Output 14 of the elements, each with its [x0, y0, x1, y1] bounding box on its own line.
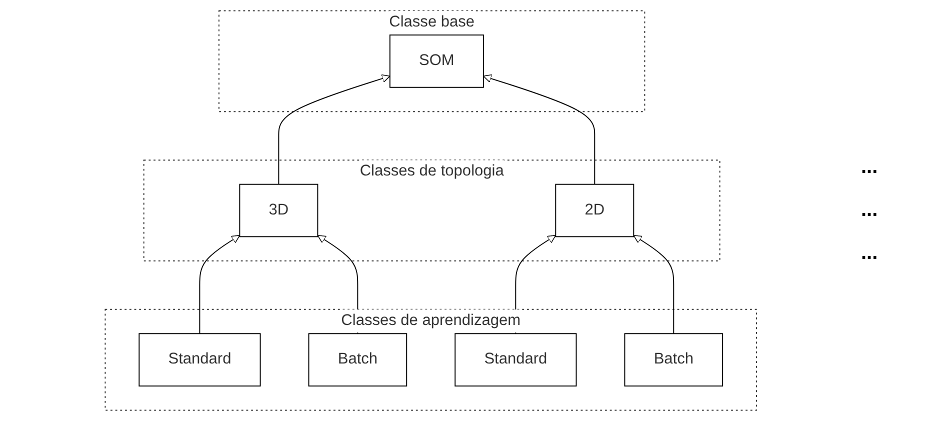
ellipsis-text: ... [861, 242, 879, 265]
node-box: Batch [308, 333, 407, 386]
node-box: SOM [389, 34, 484, 88]
ellipsis-text: ... [861, 199, 879, 222]
node-box: Standard [454, 333, 576, 386]
arrow [198, 235, 240, 334]
node-box: 2D [554, 184, 634, 238]
arrow [482, 74, 595, 185]
arrow [278, 74, 390, 185]
arrow [632, 235, 674, 334]
ellipsis-text: ... [861, 156, 879, 179]
node-box: Standard [138, 333, 260, 386]
node-box: Batch [624, 333, 723, 386]
node-box: 3D [238, 184, 318, 238]
